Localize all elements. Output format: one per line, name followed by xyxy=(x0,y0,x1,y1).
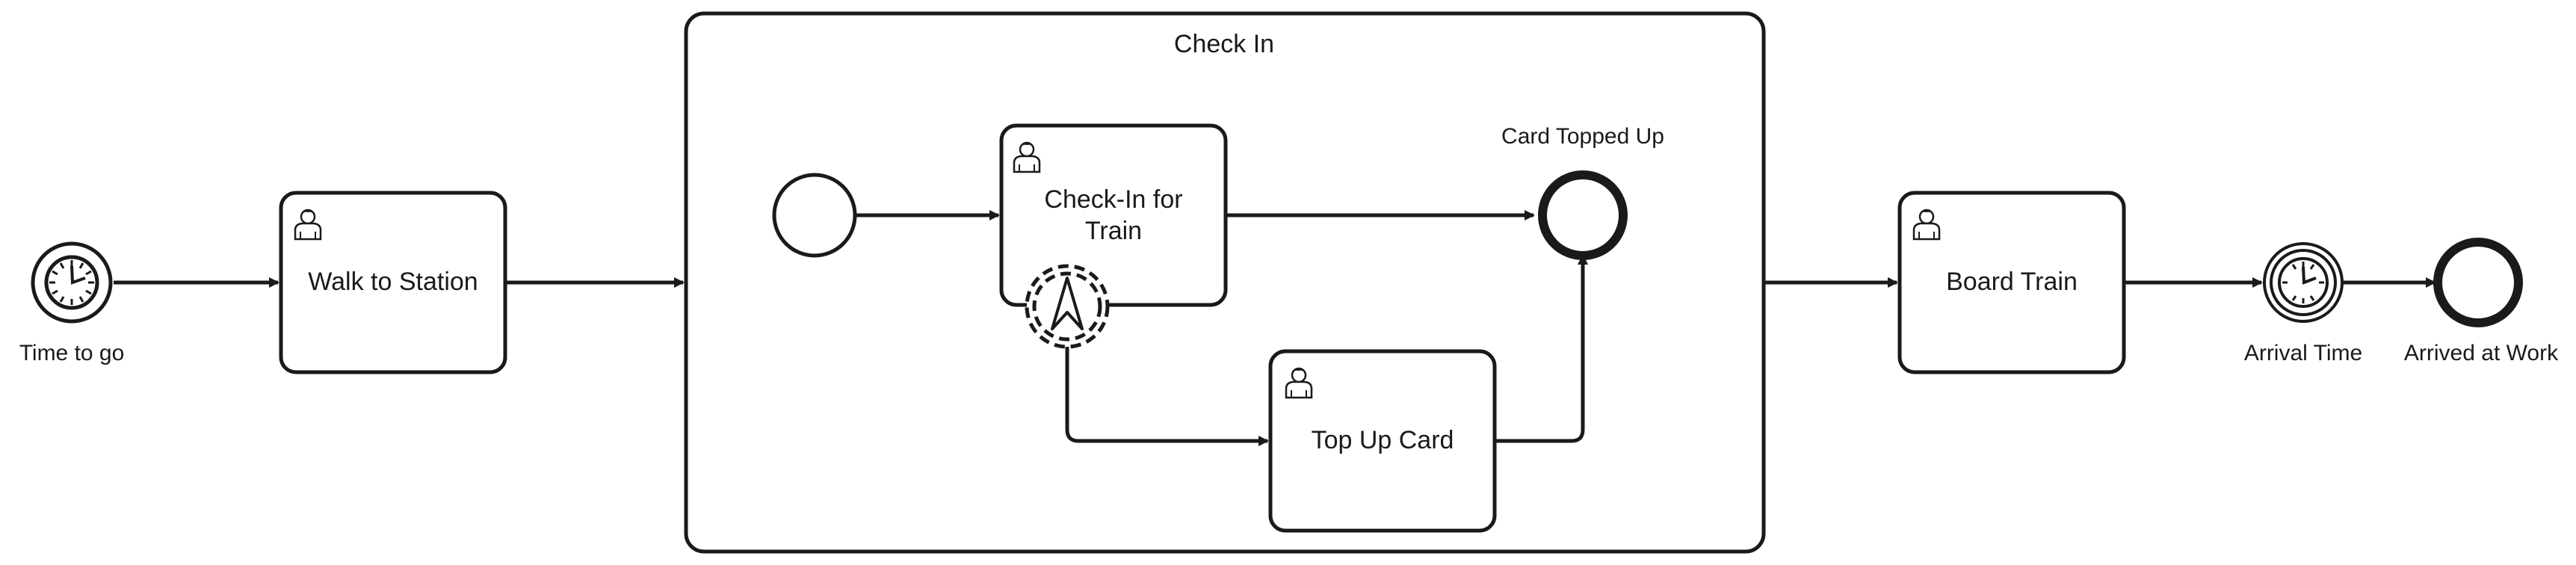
timer-icon xyxy=(44,255,99,310)
flow-topup-to-end[interactable] xyxy=(1495,254,1588,443)
end-event-card-topped-up[interactable] xyxy=(1538,170,1628,260)
intermediate-event-label: Arrival Time xyxy=(2244,341,2362,365)
task-checkin-label-line1: Check-In for xyxy=(1044,185,1182,214)
subprocess-start-event[interactable] xyxy=(772,173,857,258)
task-check-in-for-train[interactable]: Check-In for Train xyxy=(999,123,1228,307)
start-timer-event[interactable] xyxy=(31,241,113,324)
task-walk-label: Walk to Station xyxy=(308,268,478,296)
subprocess-label: Check In xyxy=(1174,30,1274,58)
boundary-escalation-event[interactable] xyxy=(1025,264,1110,349)
task-walk-to-station[interactable]: Walk to Station xyxy=(279,191,507,374)
task-board-train[interactable]: Board Train xyxy=(1897,191,2126,374)
task-board-label: Board Train xyxy=(1946,268,2078,296)
task-checkin-label-line2: Train xyxy=(1085,217,1142,245)
escalation-icon xyxy=(1051,277,1084,330)
start-event-label: Time to go xyxy=(19,341,125,365)
task-topup-label: Top Up Card xyxy=(1312,426,1454,454)
flow-escalation-to-topup[interactable] xyxy=(1065,347,1269,446)
end-event-arrived-at-work[interactable] xyxy=(2433,238,2523,327)
end-event-label: Arrived at Work xyxy=(2404,341,2559,365)
subprocess-check-in[interactable]: Check In xyxy=(684,11,1766,554)
task-top-up-card[interactable]: Top Up Card xyxy=(1268,349,1497,533)
intermediate-timer-event[interactable] xyxy=(2263,242,2344,323)
sequence-flows xyxy=(114,210,2436,446)
end-card-label: Card Topped Up xyxy=(1501,124,1664,149)
timer-icon xyxy=(2278,257,2329,308)
